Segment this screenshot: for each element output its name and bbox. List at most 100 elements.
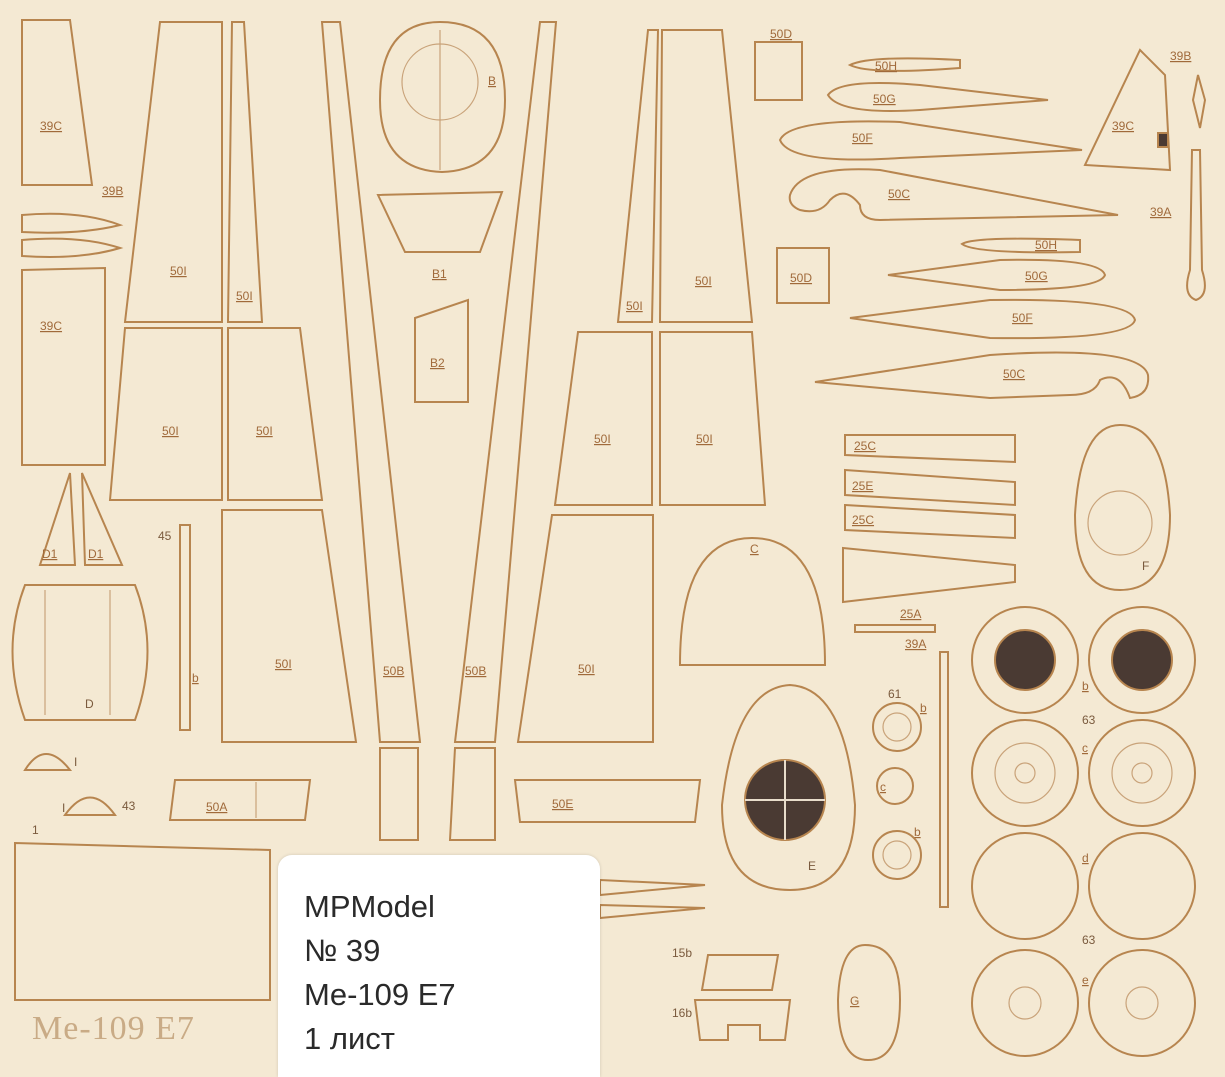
product-label-card: MPModel № 39 Me-109 E7 1 лист: [278, 855, 600, 1077]
part-61-hub: [872, 702, 922, 752]
wheel-c-left: [971, 719, 1079, 827]
svg-text:50F: 50F: [1012, 311, 1033, 325]
label-39A-top: 39A: [1150, 205, 1171, 219]
svg-text:I: I: [74, 755, 77, 769]
part-50I-6: 50I: [616, 29, 660, 323]
label-61: 61: [888, 687, 902, 701]
svg-text:50H: 50H: [875, 59, 897, 73]
label-39A-rod: 39A: [905, 637, 926, 651]
label-63-a: 63: [1082, 713, 1096, 727]
part-39C-lower: 39C: [21, 266, 106, 466]
part-50B-left: 50B: [320, 21, 422, 743]
label-63-b: 63: [1082, 933, 1096, 947]
part-50I-1: 50I: [123, 21, 223, 323]
part-50I-8: 50I: [553, 331, 653, 506]
part-50G-upper: 50G: [826, 81, 1049, 112]
svg-text:B1: B1: [432, 267, 447, 281]
part-C: C: [678, 536, 827, 666]
svg-text:25E: 25E: [852, 479, 873, 493]
part-F: F: [1073, 423, 1172, 592]
svg-text:D1: D1: [88, 547, 104, 561]
part-50I-10: 50I: [516, 514, 654, 743]
part-b-small-hub: [872, 830, 922, 880]
part-D1-left: D1: [38, 472, 77, 566]
wheel-c-right: [1088, 719, 1196, 827]
svg-text:50I: 50I: [256, 424, 273, 438]
svg-text:50B: 50B: [465, 664, 486, 678]
svg-text:50I: 50I: [236, 289, 253, 303]
svg-text:50D: 50D: [770, 27, 792, 41]
part-39C-triangle: 39C: [1083, 48, 1172, 172]
svg-text:G: G: [850, 994, 859, 1008]
label-1: 1: [32, 823, 39, 837]
svg-text:50E: 50E: [552, 797, 573, 811]
svg-text:50G: 50G: [873, 92, 896, 106]
part-50I-9: 50I: [659, 331, 767, 506]
engraved-model-name: Me-109 E7: [32, 1010, 195, 1047]
part-25-wedge: [842, 546, 1016, 604]
part-G: G: [836, 943, 902, 1062]
part-50B-right: 50B: [453, 21, 558, 743]
part-spar-end-right: [448, 747, 496, 841]
svg-text:50H: 50H: [1035, 238, 1057, 252]
svg-text:C: C: [750, 542, 759, 556]
part-50I-3: 50I: [108, 327, 223, 501]
label-16b: 16b: [672, 1006, 692, 1020]
label-d-wheel: d: [1082, 851, 1089, 865]
svg-text:50B: 50B: [383, 664, 404, 678]
part-B: B: [378, 20, 507, 174]
svg-text:F: F: [1142, 559, 1149, 573]
wheel-d-right: [1088, 832, 1196, 940]
label-e-wheel: e: [1082, 973, 1089, 987]
label-sheet-count: 1 лист: [304, 1021, 395, 1056]
svg-text:39C: 39C: [40, 319, 62, 333]
label-c-wheel: c: [1082, 741, 1088, 755]
svg-text:50I: 50I: [594, 432, 611, 446]
svg-text:D1: D1: [42, 547, 58, 561]
wheel-b-left: [971, 606, 1079, 714]
part-D: D: [11, 584, 149, 721]
svg-text:39C: 39C: [40, 119, 62, 133]
part-25E: 25E: [844, 468, 1016, 507]
label-number: № 39: [304, 933, 381, 968]
part-39A-rod: [1186, 149, 1206, 302]
label-b-small: b: [914, 825, 921, 839]
part-25A-strip: [854, 624, 936, 633]
svg-text:50C: 50C: [888, 187, 910, 201]
part-D1-right: D1: [81, 472, 124, 566]
part-16b: [693, 999, 792, 1041]
wheel-b-right: [1088, 606, 1196, 714]
part-39B-pin: [1191, 74, 1207, 129]
part-B2: B2: [414, 298, 469, 403]
svg-text:50I: 50I: [162, 424, 179, 438]
part-dart-b: [599, 903, 706, 920]
part-dart-a: [599, 878, 706, 897]
svg-text:50D: 50D: [790, 271, 812, 285]
svg-text:50C: 50C: [1003, 367, 1025, 381]
part-39C-upper: 39C: [21, 19, 94, 186]
part-25C-upper: 25C: [844, 434, 1016, 464]
label-25A: 25A: [900, 607, 921, 621]
label-45: 45: [158, 529, 172, 543]
svg-text:c: c: [880, 780, 886, 794]
part-50I-4: 50I: [227, 327, 324, 501]
part-50H-lower: 50H: [960, 237, 1081, 254]
part-rod-a: [21, 212, 124, 258]
svg-text:25C: 25C: [852, 513, 874, 527]
part-50I-7: 50I: [658, 29, 754, 323]
part-50C-lower: 50C: [814, 351, 1150, 400]
svg-text:50A: 50A: [206, 800, 227, 814]
part-45-strip: [179, 524, 191, 731]
part-I-small-b: I 43: [62, 796, 136, 816]
part-50A: 50A: [168, 779, 312, 821]
part-39A-long-rod: [939, 651, 949, 908]
label-model: Me-109 E7: [304, 977, 456, 1012]
svg-text:D: D: [85, 697, 94, 711]
part-1-plate: [14, 841, 271, 1001]
svg-text:39C: 39C: [1112, 119, 1134, 133]
part-I-small-a: I: [23, 753, 77, 771]
svg-text:50I: 50I: [695, 274, 712, 288]
label-b-61: b: [920, 701, 927, 715]
